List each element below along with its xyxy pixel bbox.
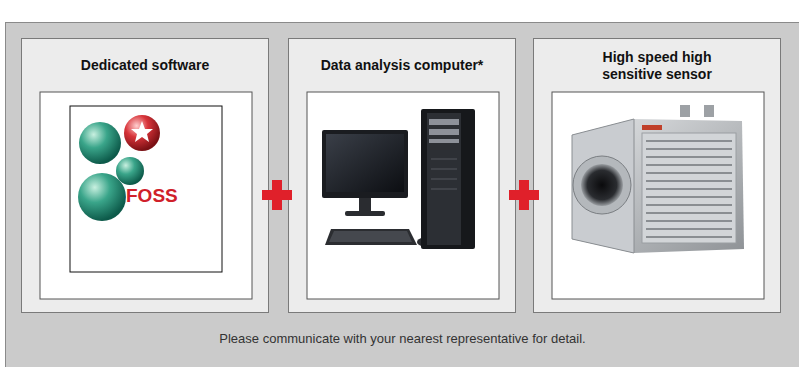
box-header: Data analysis computer* bbox=[289, 39, 515, 92]
box-title: Dedicated software bbox=[81, 57, 209, 74]
config-panel: Please communicate with your nearest rep… bbox=[5, 22, 799, 367]
box-title: High speed high sensitive sensor bbox=[575, 49, 740, 83]
plus-signs bbox=[6, 23, 799, 367]
box-header: High speed high sensitive sensor bbox=[534, 39, 780, 92]
component-box: Dedicated softwareFOSS bbox=[21, 38, 269, 313]
box-header: Dedicated software bbox=[22, 39, 268, 92]
note-text: Please communicate with your nearest rep… bbox=[6, 331, 799, 346]
component-box: High speed high sensitive sensor bbox=[533, 38, 781, 313]
box-title: Data analysis computer* bbox=[321, 57, 484, 74]
logo-text: FOSS bbox=[126, 185, 178, 207]
computer-illustration bbox=[289, 39, 517, 314]
software-logo bbox=[22, 39, 270, 314]
component-box: Data analysis computer* bbox=[288, 38, 516, 313]
